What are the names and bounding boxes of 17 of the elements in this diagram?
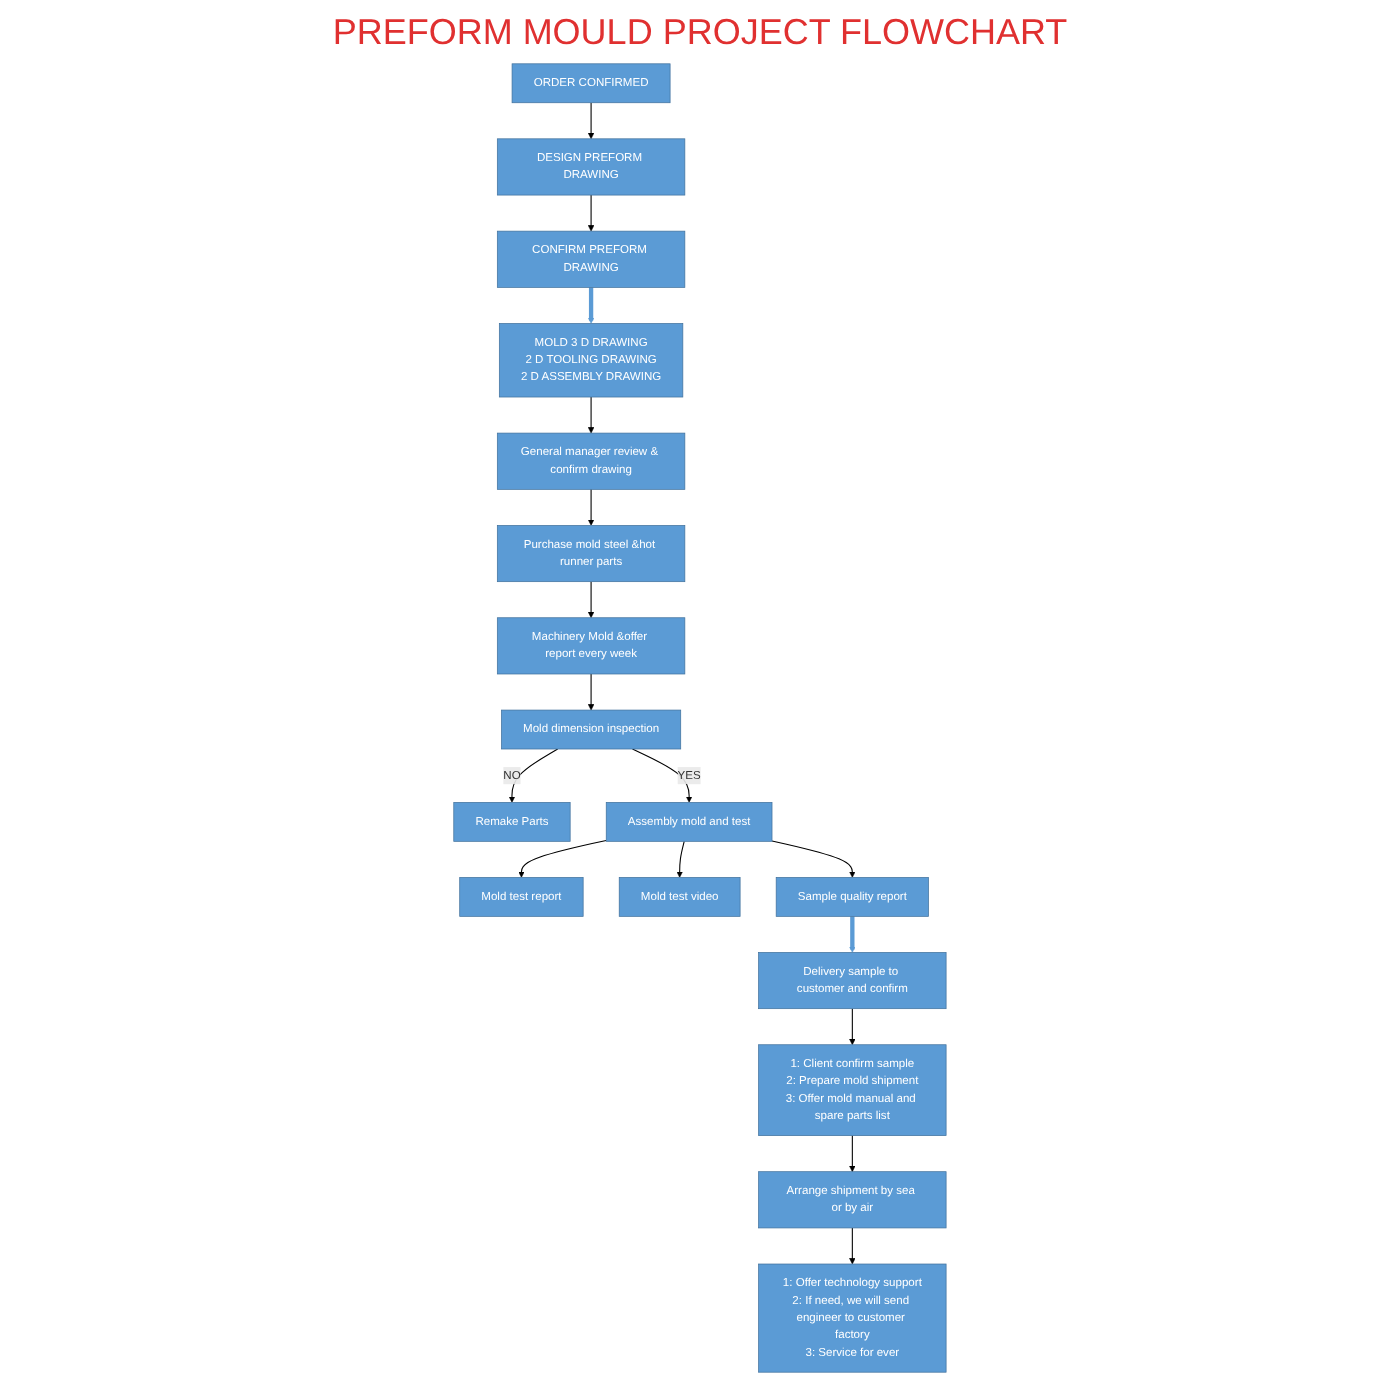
arrow [849, 1008, 856, 1046]
arrow [849, 1227, 856, 1265]
arrow [771, 840, 856, 878]
arrow [588, 194, 595, 232]
arrow [588, 488, 595, 526]
title: PREFORM MOULD PROJECT FLOWCHART [330, 12, 1070, 54]
arrow [588, 396, 595, 434]
arrow [849, 1135, 856, 1172]
arrow [588, 102, 595, 140]
arrow [588, 673, 595, 711]
arrow [518, 839, 607, 878]
arrow [676, 840, 685, 878]
arrow [588, 581, 595, 619]
arrow [508, 748, 559, 803]
arrow [631, 748, 693, 803]
arrow [588, 287, 595, 324]
arrow [849, 916, 856, 953]
